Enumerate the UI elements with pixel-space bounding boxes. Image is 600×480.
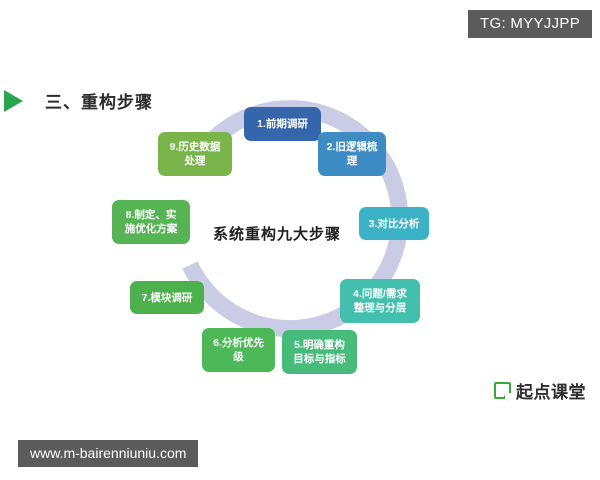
cycle-node-8[interactable]: 8.制定、实 施优化方案	[112, 200, 190, 244]
cycle-node-2[interactable]: 2.旧逻辑梳 理	[318, 132, 386, 176]
cycle-node-7[interactable]: 7.模块调研	[130, 281, 204, 314]
brand-logo: 起点课堂	[494, 378, 586, 403]
brand-logo-text: 起点课堂	[516, 383, 586, 402]
cycle-node-1[interactable]: 1.前期调研	[244, 107, 321, 141]
diagram-center-label: 系统重构九大步骤	[212, 226, 341, 243]
cycle-node-9[interactable]: 9.历史数据 处理	[158, 132, 232, 176]
cycle-node-4[interactable]: 4.问题/需求 整理与分层	[340, 279, 420, 323]
tg-watermark-badge: TG: MYYJJPP	[468, 10, 592, 38]
cycle-node-5[interactable]: 5.明确重构 目标与指标	[282, 330, 357, 374]
url-watermark-bar: www.m-bairenniuniu.com	[18, 440, 199, 467]
page-title: 三、重构步骤	[45, 93, 153, 112]
slide-heading: 三、重构步骤	[0, 88, 153, 113]
cycle-diagram: 系统重构九大步骤 1.前期调研 2.旧逻辑梳 理 3.对比分析 4.问题/需求 …	[112, 95, 442, 395]
cycle-node-3[interactable]: 3.对比分析	[359, 207, 429, 240]
cycle-node-6[interactable]: 6.分析优先 级	[202, 328, 275, 372]
qidian-q-mark-icon	[494, 382, 512, 400]
triangle-right-icon	[4, 89, 23, 112]
